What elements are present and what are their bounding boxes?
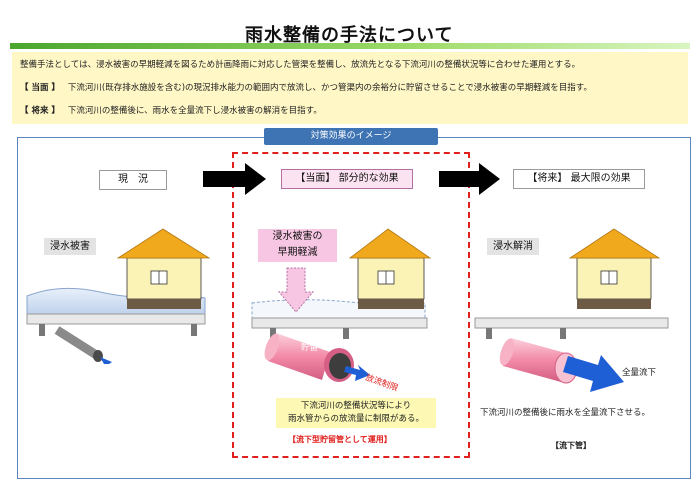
info-line-1: 整備手法としては、浸水被害の早期軽減を図るため計画降雨に対応した管渠を整備し、放… <box>20 60 581 70</box>
future-note: 下流河川の整備後に雨水を全量流下させる。 <box>480 408 651 418</box>
title-underline <box>10 43 690 49</box>
info-line-future: 【 将来 】下流河川の整備後に、雨水を全量流下し浸水被害の解消を目指す。 <box>20 104 322 116</box>
arrow-right-icon <box>439 163 500 195</box>
future-pipe-label: 【流下管】 <box>551 441 591 450</box>
small-pipe-current <box>54 326 103 362</box>
down-arrow-icon <box>277 267 315 313</box>
house-current <box>116 228 211 309</box>
page-title: 雨水整備の手法について <box>245 25 454 46</box>
stage-future: 【将来】 最大限の効果 <box>513 169 645 189</box>
road <box>474 317 669 329</box>
arrow-right-icon <box>203 163 266 195</box>
interim-note: 下流河川の整備状況等により 雨水管からの放流量に制限がある。 <box>276 398 436 428</box>
storage-label: 貯留 <box>301 343 319 353</box>
full-outflow-label: 全量流下 <box>622 368 657 378</box>
future-text: 下流河川の整備後に、雨水を全量流下し浸水被害の解消を目指す。 <box>67 106 322 116</box>
interim-highlight-frame <box>232 152 470 458</box>
blue-arrow-icon <box>344 365 370 381</box>
house-future <box>568 228 661 309</box>
current-tag: 【 当面 】 <box>20 83 60 93</box>
current-text: 下流河川(既存排水施設を含む)の現況排水能力の範囲内で放流し、かつ管渠内の余裕分… <box>67 83 592 93</box>
label-early-reduction: 浸水被害の 早期軽減 <box>258 229 337 262</box>
road <box>251 317 428 329</box>
stage-interim: 【当面】 部分的な効果 <box>281 169 413 189</box>
house-interim <box>348 228 432 309</box>
blue-arrow-icon <box>100 357 112 364</box>
storage-pipe <box>264 333 354 382</box>
interim-note-text: 下流河川の整備状況等により 雨水管からの放流量に制限がある。 <box>287 401 424 424</box>
label-resolved: 浸水解消 <box>487 238 539 255</box>
info-line-current: 【 当面 】下流河川(既存排水施設を含む)の現況排水能力の範囲内で放流し、かつ管… <box>20 81 592 93</box>
interim-run-label: 【流下型貯留管として運用】 <box>288 435 392 444</box>
drain-pipe <box>499 338 578 384</box>
diagram-header: 対策効果のイメージ <box>264 128 438 145</box>
large-blue-arrow-icon <box>563 355 624 392</box>
info-panel: 整備手法としては、浸水被害の早期軽減を図るため計画降雨に対応した管渠を整備し、放… <box>12 52 688 124</box>
label-early-text: 浸水被害の 早期軽減 <box>272 231 323 258</box>
road <box>26 313 206 325</box>
stage-now: 現 況 <box>99 170 167 190</box>
future-tag: 【 将来 】 <box>20 106 60 116</box>
label-damage: 浸水被害 <box>44 238 96 255</box>
